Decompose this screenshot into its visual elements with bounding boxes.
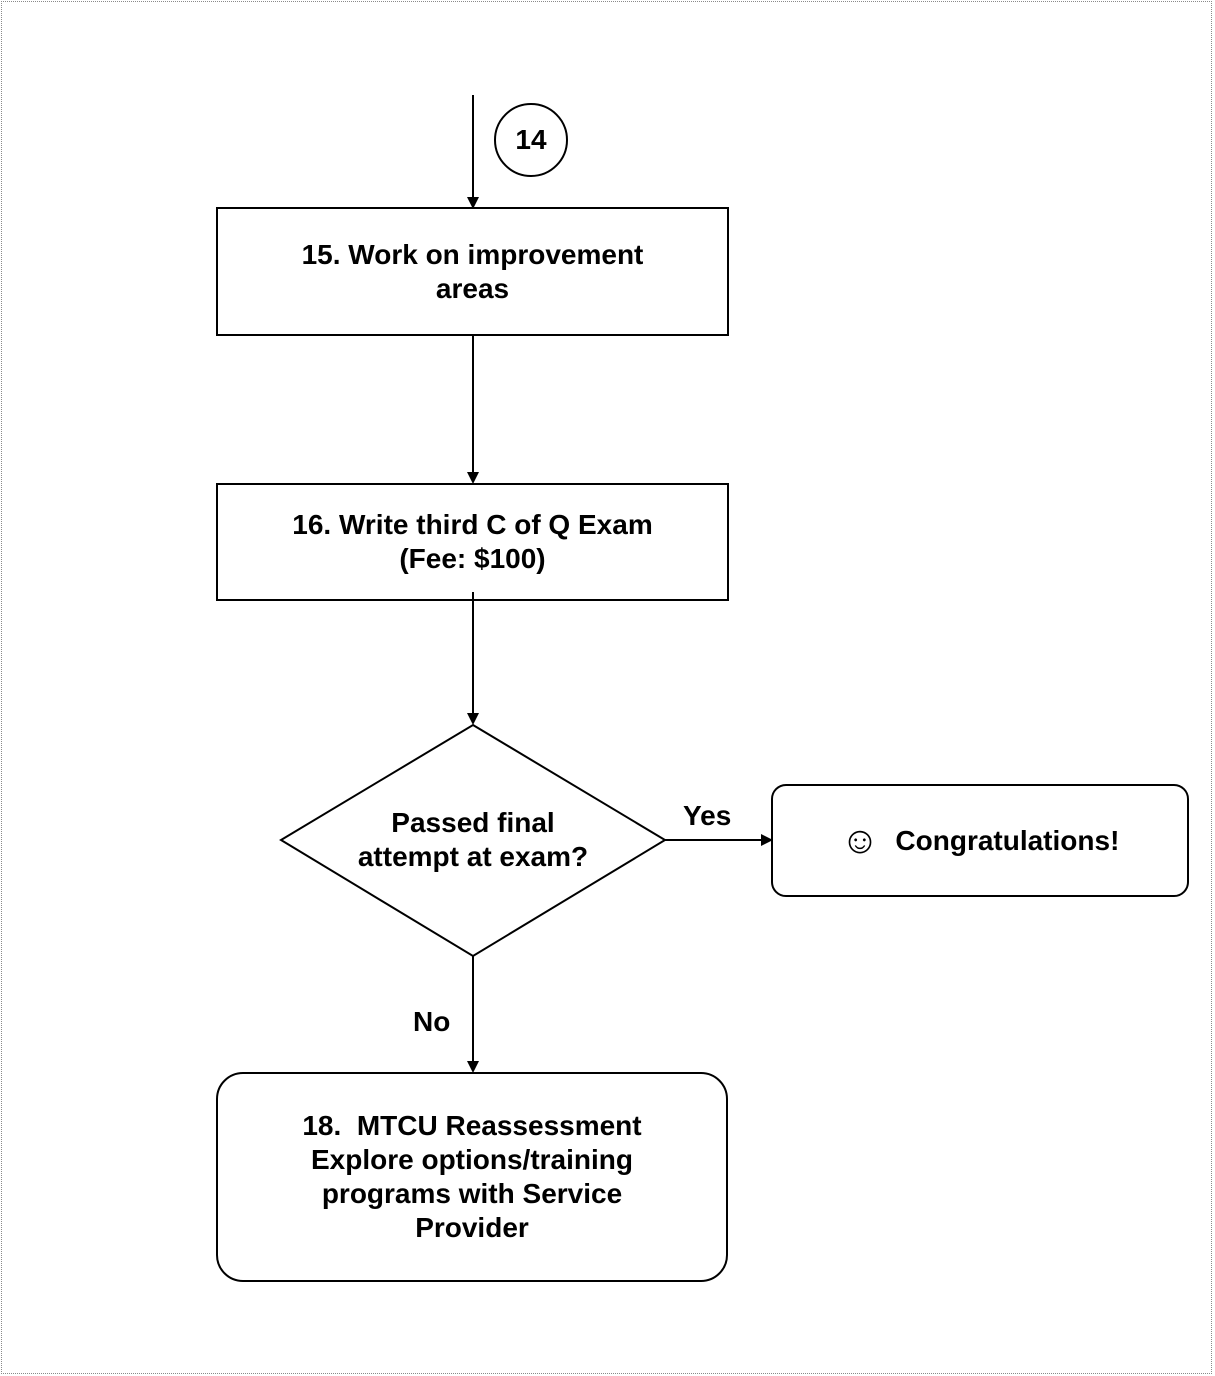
success-text: Congratulations!: [895, 824, 1120, 856]
step-16-line-1: 16. Write third C of Q Exam: [292, 509, 653, 540]
step-15: 15. Work on improvement areas: [217, 208, 728, 335]
connector-label: 14: [495, 104, 567, 176]
decision-line-2: attempt at exam?: [357, 841, 589, 872]
step-18-line-1: 18. MTCU Reassessment: [302, 1110, 642, 1141]
step-18-line-3: programs with Service: [321, 1178, 623, 1209]
step-18-box: [216, 1072, 728, 1282]
no-label: No: [413, 1006, 451, 1037]
connector-number: 14: [515, 124, 547, 155]
smiley-icon: ☺: [840, 819, 880, 862]
step-18-line-2: Explore options/training: [310, 1144, 633, 1175]
connector-circle: [494, 103, 568, 177]
step-15-line-2: areas: [435, 272, 510, 304]
step-16-box: [216, 483, 729, 601]
step-15-box: [216, 207, 729, 336]
success-message: ☺ Congratulations!: [772, 785, 1188, 896]
decision-question: Passed final attempt at exam?: [301, 790, 645, 890]
step-15-line-1: 15. Work on improvement: [301, 238, 644, 270]
step-16: 16. Write third C of Q Exam (Fee: $100): [217, 484, 728, 600]
step-18: 18. MTCU Reassessment Explore options/tr…: [217, 1073, 727, 1281]
step-18-line-4: Provider: [415, 1212, 529, 1243]
success-box: [771, 784, 1189, 897]
decision-line-1: Passed final: [391, 807, 555, 838]
step-16-line-2: (Fee: $100): [399, 543, 546, 574]
yes-label: Yes: [683, 800, 732, 831]
